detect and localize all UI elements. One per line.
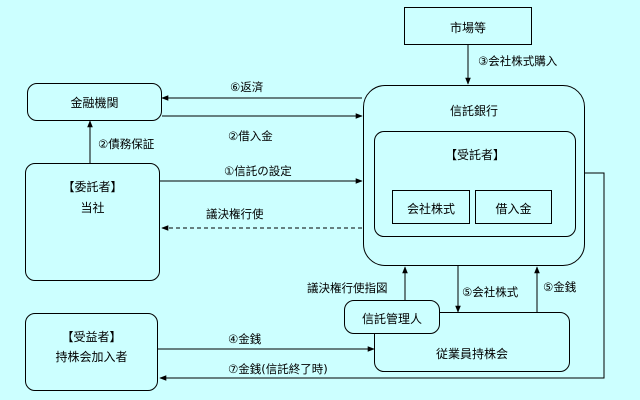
edge-label-repayment: ⑥返済: [230, 80, 264, 94]
edge-label-stock-purchase: ③会社株式購入: [478, 54, 558, 68]
trust-admin-node: 信託管理人: [344, 300, 440, 334]
settlor-name: 当社: [80, 201, 105, 215]
bank-node: 金融機関: [27, 83, 162, 121]
edge-label-guarantee: ②債務保証: [98, 137, 155, 151]
esop-node: 従業員持株会: [374, 312, 570, 372]
edge-label-voting: 議決権行使: [206, 207, 264, 221]
trust-bank-label: 信託銀行: [449, 104, 498, 118]
edge-label-money-to-trust: ⑤金銭: [543, 280, 577, 294]
company-stock-label: 会社株式: [406, 202, 455, 216]
company-stock-asset: 会社株式: [392, 190, 470, 224]
edge-label-stock-to-esop: ⑤会社株式: [462, 285, 519, 299]
bank-label: 金融機関: [70, 96, 119, 110]
edge-label-voting-instruction: 議決権行使指図: [307, 281, 388, 295]
borrowing-label: 借入金: [495, 202, 532, 216]
beneficiary-role: 【受益者】: [61, 330, 122, 344]
settlor-node: 【委託者】 当社: [25, 163, 160, 281]
market-label: 市場等: [449, 21, 486, 35]
beneficiary-name: 持株会加入者: [55, 350, 128, 364]
arrow-trust-termination: [159, 172, 605, 381]
edge-label-trust-termination: ⑦金銭(信託終了時): [228, 362, 328, 376]
trust-admin-label: 信託管理人: [361, 312, 422, 326]
edge-label-loan: ②借入金: [228, 129, 273, 143]
edge-label-trust-setting: ①信託の設定: [224, 164, 292, 178]
edge-label-contribution: ④金銭: [228, 332, 262, 346]
market-node: 市場等: [404, 7, 532, 45]
borrowing-asset: 借入金: [475, 190, 552, 224]
trustee-label: 【受託者】: [444, 148, 505, 162]
esop-label: 従業員持株会: [435, 347, 508, 361]
settlor-role: 【委託者】: [62, 180, 123, 194]
beneficiary-node: 【受益者】 持株会加入者: [25, 313, 158, 391]
